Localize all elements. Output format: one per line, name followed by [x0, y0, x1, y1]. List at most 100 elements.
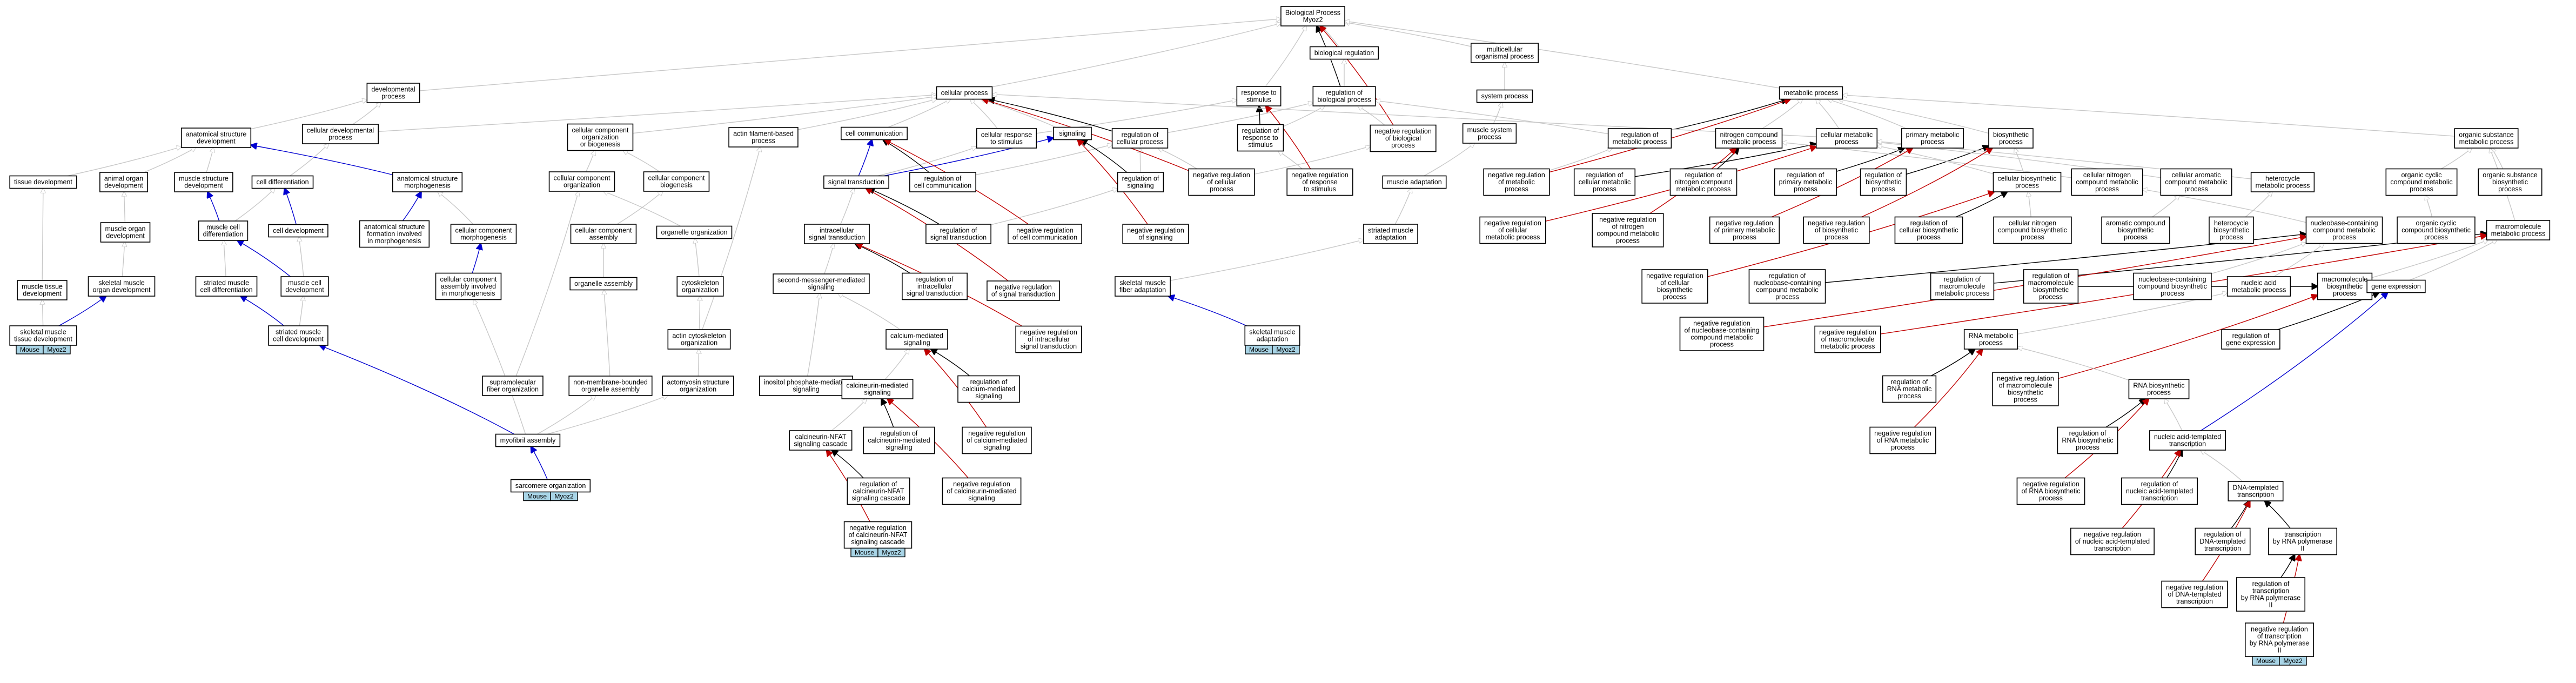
go-term-cell-development[interactable]: cell development: [268, 224, 328, 238]
go-term-metabolic-process[interactable]: metabolic process: [1779, 86, 1843, 100]
go-term-muscle-adaptation[interactable]: muscle adaptation: [1382, 175, 1447, 189]
go-term-signal-transduction[interactable]: signal transduction: [823, 175, 889, 189]
go-term-system-process[interactable]: system process: [1476, 89, 1533, 103]
go-term-regulation-of-macromolecule-biosynthetic-process[interactable]: regulation ofmacromoleculebiosyntheticpr…: [2023, 269, 2079, 304]
go-term-biological-regulation[interactable]: biological regulation: [1309, 46, 1379, 60]
go-term-tissue-development[interactable]: tissue development: [9, 175, 77, 189]
go-term-organelle-organization[interactable]: organelle organization: [656, 225, 733, 239]
go-term-cellular-process[interactable]: cellular process: [936, 86, 993, 100]
go-term-organelle-assembly[interactable]: organelle assembly: [569, 277, 638, 291]
go-term-cell-communication[interactable]: cell communication: [841, 126, 908, 140]
go-term-signaling[interactable]: signaling: [1053, 126, 1092, 140]
go-term-gene-expression[interactable]: gene expression: [2366, 279, 2426, 293]
go-term-cell-differentiation[interactable]: cell differentiation: [251, 175, 314, 189]
